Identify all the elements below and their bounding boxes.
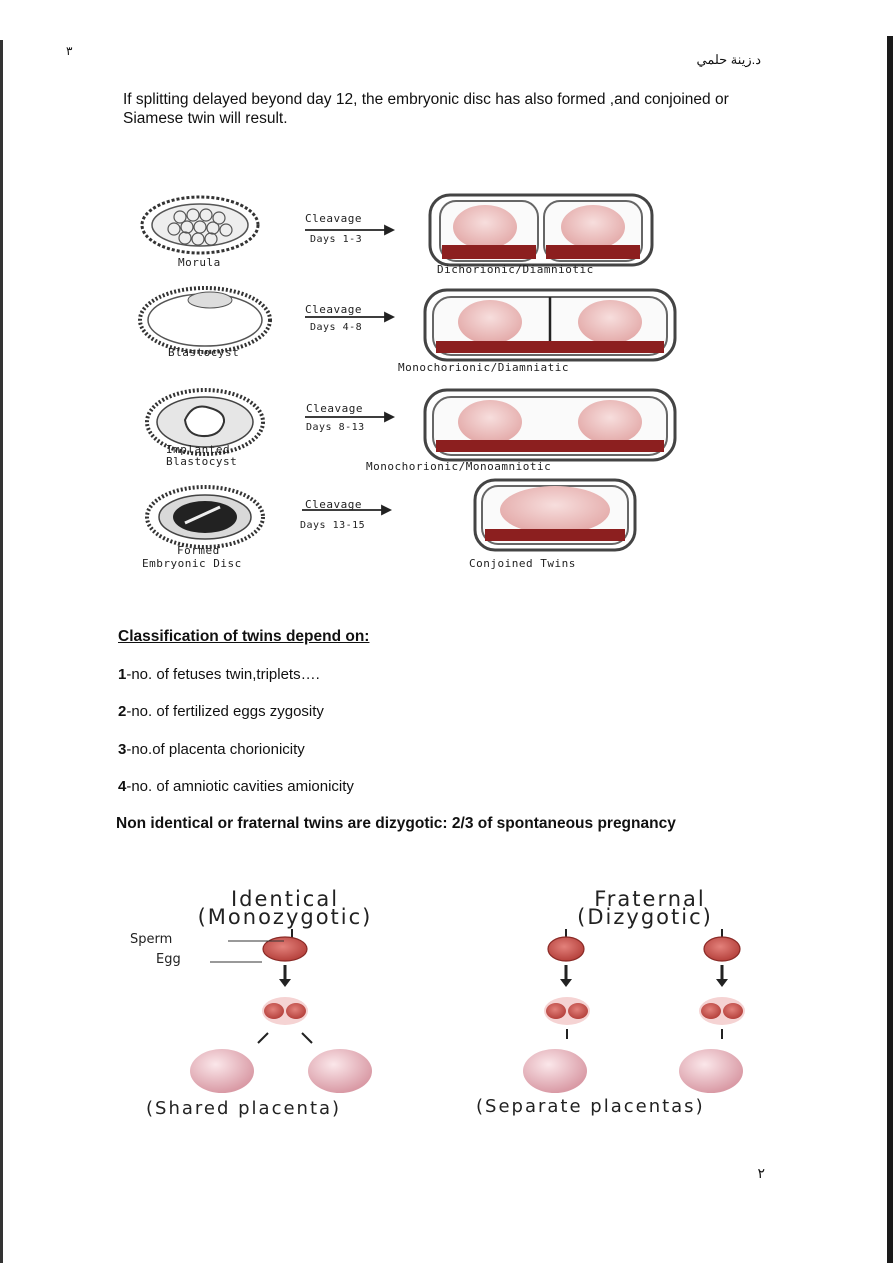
page-number: ٢ <box>757 1165 765 1181</box>
result-row-4: Conjoined Twins <box>469 557 576 570</box>
separate-placentas-caption: (Separate placentas) <box>476 1096 705 1117</box>
author-name: د.زينة حلمي <box>696 52 762 67</box>
arrow-label-top-4: Cleavage <box>305 498 362 511</box>
fraternal-title: Fraternal <box>594 887 706 911</box>
result-row-1: Dichorionic/Diamniotic <box>437 263 594 276</box>
monochorionic-monoamniotic-icon <box>423 388 677 462</box>
shared-placenta-caption: (Shared placenta) <box>146 1098 342 1119</box>
stage-implanted-line2: Blastocyst <box>166 455 238 468</box>
arrow-label-bottom-1: Days 1-3 <box>310 234 363 245</box>
embryonic-disc-icon <box>145 485 265 549</box>
fraternal-note: Non identical or fraternal twins are diz… <box>116 815 676 832</box>
blastocyst-icon <box>138 286 272 354</box>
result-row-2: Monochorionic/Diamniatic <box>398 361 569 374</box>
twinning-stages-diagram <box>138 193 677 552</box>
identical-vs-fraternal-diagram <box>190 929 745 1093</box>
stage-formed-line2: Embryonic Disc <box>142 557 242 570</box>
fraternal-path-1 <box>523 929 590 1093</box>
implanted-blastocyst-icon <box>145 388 265 456</box>
classification-item-3: 3-no.of placenta chorionicity <box>118 741 305 758</box>
stage-formed-line1: Formed <box>177 544 220 557</box>
conjoined-twins-icon <box>473 478 637 552</box>
dichorionic-diamniotic-icon <box>428 193 654 267</box>
result-row-3: Monochorionic/Monoamniotic <box>366 460 552 473</box>
classification-item-1: 1-no. of fetuses twin,triplets…. <box>118 666 320 683</box>
identical-path <box>190 929 372 1093</box>
monochorionic-diamniotic-icon <box>423 288 677 362</box>
identical-title: Identical <box>230 887 340 911</box>
identical-subtitle: (Monozygotic) <box>197 905 373 929</box>
classification-heading: Classification of twins depend on: <box>118 628 370 645</box>
stage-blastocyst: Blastocyst <box>168 346 240 359</box>
arrow-label-top-1: Cleavage <box>305 212 362 225</box>
fraternal-subtitle: (Dizygotic) <box>577 905 713 929</box>
morula-icon <box>140 195 260 255</box>
arrow-label-bottom-2: Days 4-8 <box>310 322 363 333</box>
sperm-label: Sperm <box>130 932 173 947</box>
classification-item-2: 2-no. of fertilized eggs zygosity <box>118 703 324 720</box>
fraternal-path-2 <box>679 929 745 1093</box>
intro-paragraph: If splitting delayed beyond day 12, the … <box>123 91 729 127</box>
classification-item-4: 4-no. of amniotic cavities amionicity <box>118 778 354 795</box>
stage-implanted-line1: Implanted <box>166 443 231 456</box>
arrow-label-bottom-4: Days 13-15 <box>300 520 366 531</box>
scan-edge-left <box>0 40 3 1263</box>
arrow-label-top-2: Cleavage <box>305 303 362 316</box>
corner-mark: ٣ <box>66 44 73 58</box>
scan-edge-right <box>887 36 893 1263</box>
arrow-label-top-3: Cleavage <box>306 402 363 415</box>
stage-morula: Morula <box>178 256 221 269</box>
egg-label: Egg <box>156 952 181 967</box>
arrow-label-bottom-3: Days 8-13 <box>306 422 365 433</box>
